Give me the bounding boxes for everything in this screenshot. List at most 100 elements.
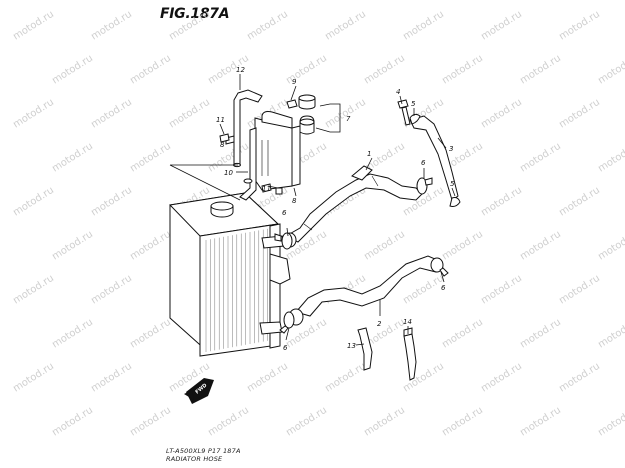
watermark-text: motod.ru <box>362 405 407 439</box>
clamp-6-lower-left <box>279 311 295 334</box>
callout-6-lower-right: 6 <box>441 284 446 292</box>
watermark-text: motod.ru <box>362 229 407 263</box>
watermark-text: motod.ru <box>557 361 602 395</box>
callout-8-upper: 8 <box>220 141 225 149</box>
bracket-14 <box>403 327 417 381</box>
watermark-text: motod.ru <box>401 9 446 43</box>
watermark-text: motod.ru <box>50 317 95 351</box>
callout-2: 2 <box>377 320 382 328</box>
watermark-text: motod.ru <box>128 317 173 351</box>
watermark-text: motod.ru <box>401 273 446 307</box>
watermark-text: motod.ru <box>11 273 56 307</box>
watermark-text: motod.ru <box>557 273 602 307</box>
radiator <box>168 192 291 357</box>
callout-10: 10 <box>224 169 233 177</box>
watermark-text: motod.ru <box>50 53 95 87</box>
callout-6-upper-right: 6 <box>421 159 426 167</box>
watermark-text: motod.ru <box>128 53 173 87</box>
watermark-text: motod.ru <box>479 185 524 219</box>
watermark-text: motod.ru <box>440 53 485 87</box>
clamp-5-lower <box>449 197 461 207</box>
watermark-text: motod.ru <box>518 53 563 87</box>
watermark-text: motod.ru <box>596 53 625 87</box>
watermark-text: motod.ru <box>206 405 251 439</box>
watermark-text: motod.ru <box>323 361 368 395</box>
watermark-text: motod.ru <box>11 361 56 395</box>
watermark-text: motod.ru <box>89 9 134 43</box>
watermark-text: motod.ru <box>518 141 563 175</box>
watermark-text: motod.ru <box>596 141 625 175</box>
callout-3: 3 <box>449 145 453 153</box>
reservoir-tank <box>254 94 316 195</box>
watermark-text: motod.ru <box>596 405 625 439</box>
callout-9: 9 <box>292 78 297 86</box>
bracket-13 <box>357 327 373 371</box>
breather-hose-10 <box>239 127 257 201</box>
watermark-text: motod.ru <box>479 361 524 395</box>
clamp-6-reservoir <box>243 178 253 184</box>
watermark-text: motod.ru <box>479 97 524 131</box>
callout-7: 7 <box>346 115 351 123</box>
callout-numbers: 12 9 7 11 8 10 11 8 6 4 5 3 1 6 5 6 2 6 … <box>216 66 455 352</box>
bolt-11-upper <box>219 133 230 143</box>
callout-12: 12 <box>236 66 245 74</box>
watermark-text: motod.ru <box>479 9 524 43</box>
watermark-text: motod.ru <box>323 9 368 43</box>
fwd-direction-badge: FWD <box>184 378 214 404</box>
watermark-text: motod.ru <box>557 185 602 219</box>
watermark-text: motod.ru <box>128 141 173 175</box>
leader-lines <box>169 74 456 346</box>
watermark-text: motod.ru <box>440 405 485 439</box>
bolt-4 <box>397 99 411 126</box>
watermark-text: motod.ru <box>89 273 134 307</box>
clamp-6-upper-right <box>416 177 433 195</box>
watermark-text: motod.ru <box>245 9 290 43</box>
radiator-fins <box>205 228 268 352</box>
callout-6-lower-left: 6 <box>283 344 288 352</box>
watermark-text: motod.ru <box>557 9 602 43</box>
watermark-text: motod.ru <box>440 229 485 263</box>
watermark-text: motod.ru <box>11 97 56 131</box>
watermark-text: motod.ru <box>557 97 602 131</box>
watermark-text: motod.ru <box>440 317 485 351</box>
watermark-text: motod.ru <box>596 229 625 263</box>
callout-14: 14 <box>403 318 412 326</box>
callout-6-reservoir: 6 <box>282 209 287 217</box>
watermark-text: motod.ru <box>128 229 173 263</box>
cap-9 <box>286 99 298 109</box>
clamp-5-upper <box>409 113 421 125</box>
footer-figure-code: LT-A500XL9 P17 187A <box>166 447 241 455</box>
watermark-text: motod.ru <box>89 361 134 395</box>
watermark-text: motod.ru <box>401 361 446 395</box>
watermark-text: motod.ru <box>284 405 329 439</box>
watermark-text: motod.ru <box>50 141 95 175</box>
watermark-text: motod.ru <box>50 229 95 263</box>
callout-5-upper: 5 <box>411 100 416 108</box>
watermark-text: motod.ru <box>167 97 212 131</box>
watermark-text: motod.ru <box>11 9 56 43</box>
watermark-text: motod.ru <box>518 405 563 439</box>
callout-5-lower: 5 <box>450 180 455 188</box>
callout-1: 1 <box>367 150 371 158</box>
watermark-text: motod.ru <box>362 53 407 87</box>
callout-4: 4 <box>396 88 400 96</box>
watermark-text: motod.ru <box>323 97 368 131</box>
watermark-text: motod.ru <box>284 53 329 87</box>
watermark-text: motod.ru <box>167 9 212 43</box>
watermark-text: motod.ru <box>245 361 290 395</box>
watermark-text: motod.ru <box>50 405 95 439</box>
watermark-text: motod.ru <box>518 229 563 263</box>
callout-11-upper: 11 <box>216 116 225 124</box>
clamp-6-upper-left <box>274 232 293 250</box>
watermark-text: motod.ru <box>89 185 134 219</box>
watermark-text: motod.ru <box>89 97 134 131</box>
watermark-text: motod.ru <box>128 405 173 439</box>
callout-13: 13 <box>347 342 356 350</box>
watermark-text: motod.ru <box>479 273 524 307</box>
clamp-6-lower-right <box>430 257 449 277</box>
figure-title: FIG.187A <box>160 6 230 22</box>
callout-11-lower: 11 <box>262 185 271 193</box>
callout-8-lower: 8 <box>292 197 297 205</box>
footer-figure-caption: RADIATOR HOSE <box>166 455 223 463</box>
